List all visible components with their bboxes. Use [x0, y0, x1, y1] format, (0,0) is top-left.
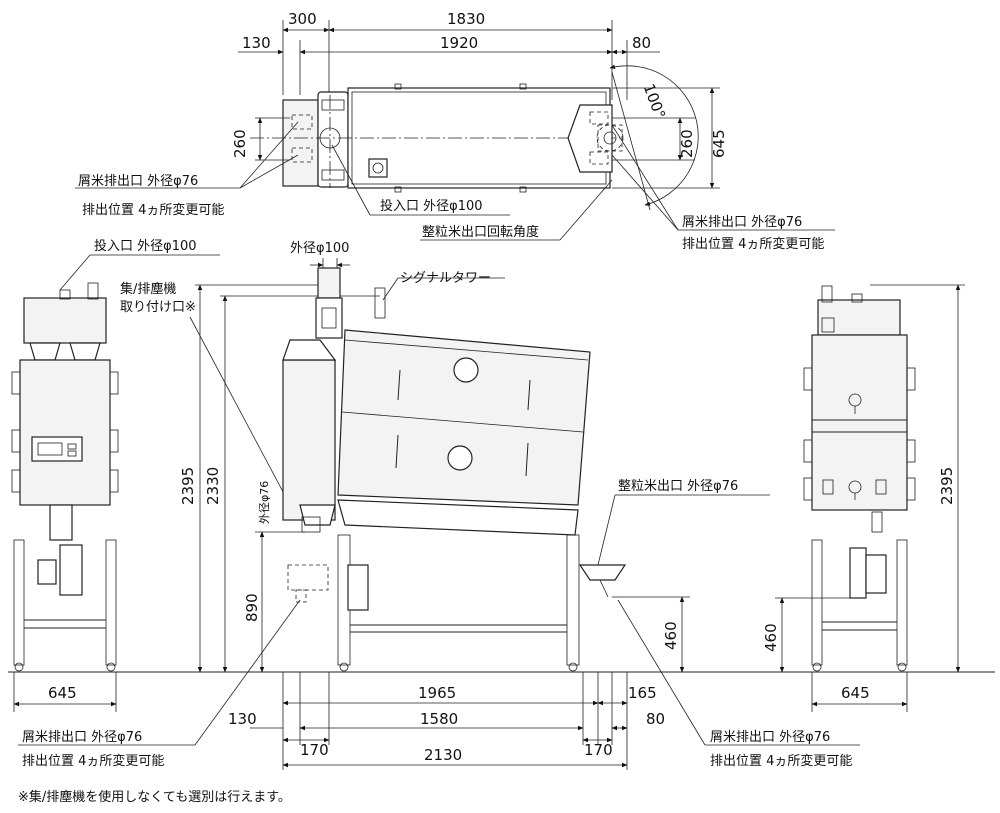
dim-260-right: 260: [678, 129, 696, 158]
label-dust-mount-1: 集/排塵機: [120, 281, 176, 297]
dim-1580: 1580: [420, 710, 458, 728]
label-waste-position-top-right: 排出位置 4ヵ所変更可能: [682, 236, 824, 252]
top-hopper-left: [282, 99, 319, 187]
top-outlet: [567, 104, 613, 173]
dim-angle: 100°: [640, 81, 669, 121]
top-motor-block: [317, 91, 349, 188]
label-waste-outlet-bottom-left: 屑米排出口 外径φ76: [22, 730, 142, 745]
dim-260-left: 260: [231, 129, 249, 158]
label-waste-outlet-top-left: 屑米排出口 外径φ76: [78, 174, 198, 189]
label-waste-position-bottom-right: 排出位置 4ヵ所変更可能: [710, 753, 852, 769]
label-inlet-top: 投入口 外径φ100: [380, 198, 483, 214]
dim-80: 80: [632, 34, 651, 52]
dim-1965: 1965: [418, 684, 456, 702]
label-rotation: 整粒米出口回転角度: [422, 224, 539, 240]
right-body: [811, 334, 908, 511]
dim-170-right: 170: [584, 741, 613, 759]
label-od100: 外径φ100: [290, 241, 349, 256]
dim-460-side: 460: [762, 623, 780, 652]
dim-130: 130: [242, 34, 271, 52]
front-drum: [337, 329, 591, 506]
front-rice-outlet: [578, 564, 627, 581]
dim-170-left: 170: [300, 741, 329, 759]
label-dust-mount-2: 取り付け口※: [120, 300, 196, 315]
dim-645-right-width: 645: [841, 684, 870, 702]
dim-2395-left: 2395: [179, 467, 197, 505]
dim-645-left-width: 645: [48, 684, 77, 702]
dim-460-front: 460: [662, 621, 680, 650]
label-waste-position-top-left: 排出位置 4ヵ所変更可能: [82, 202, 224, 218]
left-top-hopper: [23, 297, 107, 344]
left-view: 645 投入口 外径φ100: [11, 238, 220, 712]
front-hopper-body: [282, 359, 336, 521]
label-waste-outlet-bottom-right: 屑米排出口 外径φ76: [710, 730, 830, 745]
dim-2330: 2330: [204, 467, 222, 505]
label-od76-vertical: 外径φ76: [258, 481, 271, 524]
dim-1830: 1830: [447, 10, 485, 28]
dim-130-bottom: 130: [228, 710, 257, 728]
dim-890: 890: [243, 593, 261, 622]
top-view: 300 1830 130 1920 80 100°: [75, 10, 835, 252]
dim-165: 165: [628, 684, 657, 702]
front-inlet-pipe: [317, 267, 341, 299]
dim-1920: 1920: [440, 34, 478, 52]
right-top-hopper: [817, 299, 901, 336]
label-inlet-left: 投入口 外径φ100: [94, 238, 197, 254]
dim-2130: 2130: [424, 746, 462, 764]
right-view: 2395 460 645: [762, 284, 965, 712]
left-control-panel: [31, 436, 83, 462]
dim-300: 300: [288, 10, 317, 28]
label-waste-position-bottom-left: 排出位置 4ヵ所変更可能: [22, 753, 164, 769]
footnote: ※集/排塵機を使用しなくても選別は行えます。: [18, 790, 291, 805]
left-control-box: [19, 359, 111, 506]
dim-80-bottom: 80: [646, 710, 665, 728]
front-view: 2395 2330 890 集/排塵機 取り付け口※ 外径φ100 シグナルタワ…: [18, 241, 860, 770]
label-waste-outlet-top-right: 屑米排出口 外径φ76: [682, 215, 802, 230]
label-rice-outlet: 整粒米出口 外径φ76: [618, 479, 738, 494]
label-signal-tower: シグナルタワー: [400, 271, 491, 286]
dim-645-top: 645: [710, 129, 728, 158]
dim-2395-right: 2395: [938, 467, 956, 505]
